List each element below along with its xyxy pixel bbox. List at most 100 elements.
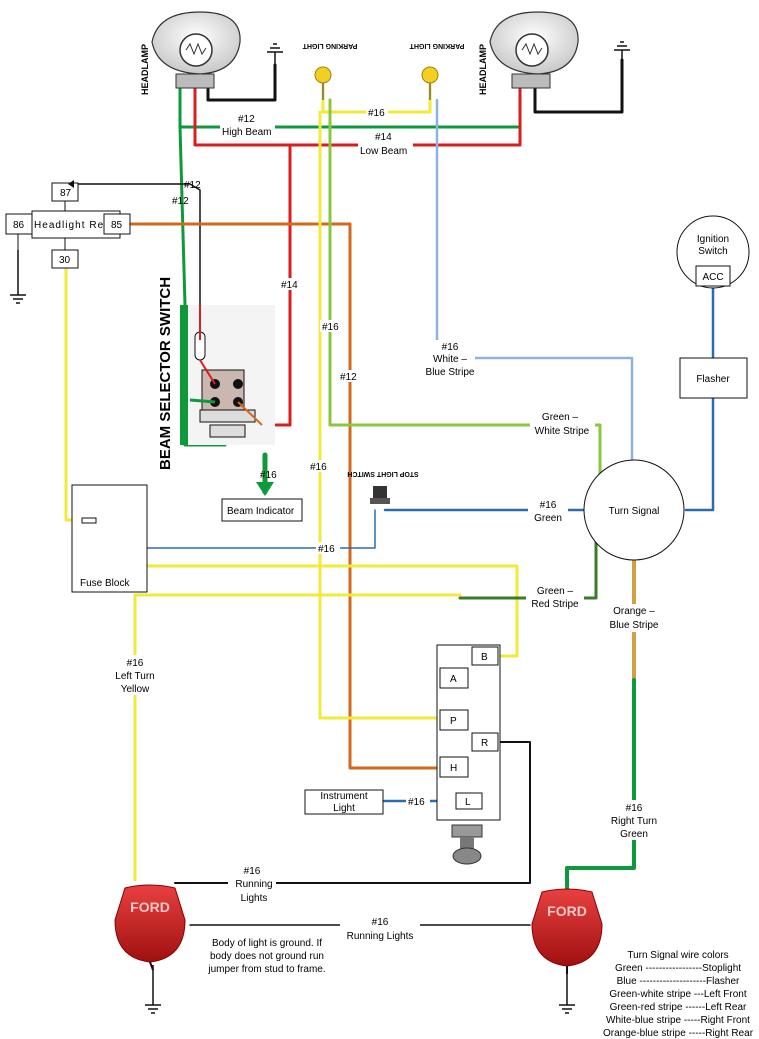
relay-pin-label: 85: [111, 220, 123, 231]
legend-row: Green -----------------Stoplight: [615, 963, 741, 974]
switch-terminal: [471, 646, 499, 666]
switch-terminal: [471, 732, 499, 752]
parking-bulb-icon: [421, 66, 439, 84]
switch-terminal: [455, 792, 483, 810]
switch-terminal: [439, 756, 469, 778]
label-low-beam-gauge: #14: [375, 132, 392, 143]
ground-note-line: body does not ground run: [210, 951, 324, 962]
stop-light-switch: STOP LIGHT SWITCH: [347, 470, 419, 504]
wire-orange-12: [128, 222, 442, 770]
label-orange-12: #12: [340, 372, 357, 383]
parking-light-label: PARKING LIGHT: [409, 42, 464, 49]
beam-indicator-box: [221, 498, 303, 522]
label-left-turn-l2: Yellow: [121, 684, 150, 695]
label-parking-gauge: #16: [368, 108, 385, 119]
switch-terminal-label: L: [465, 797, 471, 808]
wire-low-beam: [193, 86, 522, 147]
label-red-14: #14: [281, 280, 298, 291]
wire-light-green: [328, 98, 602, 477]
relay-pin-label: 30: [59, 255, 71, 266]
tail-light-left: FORD: [114, 884, 186, 971]
label-green-16: #16: [322, 322, 339, 333]
label-relay-12a: #12: [184, 180, 201, 191]
legend-row: Green-red stripe ------Left Rear: [610, 1002, 747, 1013]
parking-light-label: PARKING LIGHT: [302, 42, 357, 49]
wire-flasher-blue: [684, 396, 715, 512]
ground-icon: [614, 41, 630, 60]
ground-icon: [145, 965, 161, 1014]
tail-light-right: FORD: [531, 888, 603, 974]
legend-row: Orange-blue stripe -----Right Rear: [603, 1028, 754, 1039]
label-right-turn-l2: Green: [620, 829, 648, 840]
legend-row: Blue --------------------Flasher: [617, 976, 740, 987]
wire-running-black: [174, 741, 531, 884]
parking-bulb-icon: [314, 66, 332, 84]
headlight-relay: Headlight Relay 87 86 85 30: [5, 180, 131, 269]
fuse-block: [71, 484, 148, 593]
turn-signal: [583, 459, 685, 561]
label-green-white-l1: Green –: [542, 412, 579, 423]
label-beam-ind-gauge: #16: [260, 470, 277, 481]
ground-note-line: Body of light is ground. If: [212, 938, 322, 949]
label-white-blue-gauge: #16: [442, 342, 459, 353]
label-green-red-l1: Green –: [537, 586, 574, 597]
label-yellow-16: #16: [310, 462, 327, 473]
label-left-turn-gauge: #16: [127, 658, 144, 669]
label-white-blue-l1: White –: [433, 354, 467, 365]
label-running-l2: Lights: [241, 893, 268, 904]
label-relay-12b: #12: [172, 196, 189, 207]
ground-note: Body of light is ground. If body does no…: [207, 938, 325, 975]
ground-note-line: jumper from stud to frame.: [207, 964, 325, 975]
tail-badge: FORD: [130, 899, 170, 915]
label-instr-gauge: #16: [408, 797, 425, 808]
instrument-light-box: [304, 789, 384, 815]
label-green: Green: [534, 513, 562, 524]
wire-right-turn: [565, 678, 636, 894]
legend-title: Turn Signal wire colors: [627, 950, 728, 961]
label-low-beam: Low Beam: [360, 146, 407, 157]
label-orange-blue-l2: Blue Stripe: [610, 620, 659, 631]
relay-pin: [5, 213, 33, 235]
label-running-l1: Running: [235, 879, 272, 890]
headlamp-label: HEADLAMP: [140, 44, 150, 95]
fuse-block-label: Fuse Block: [80, 578, 130, 589]
label-orange-blue-l1: Orange –: [613, 606, 655, 617]
headlight-switch: B A P R H L: [436, 644, 501, 865]
switch-terminal-label: P: [450, 716, 457, 727]
label-blue-16: #16: [318, 544, 335, 555]
flasher-box: [679, 357, 748, 399]
label-high-beam: High Beam: [222, 127, 271, 138]
label-right-turn-l1: Right Turn: [611, 816, 657, 827]
color-legend: Turn Signal wire colors Green ----------…: [603, 950, 754, 1039]
relay-pin: [103, 213, 131, 235]
wire-blue-16: [109, 509, 376, 549]
flasher-label: Flasher: [696, 374, 730, 385]
wire-green-red: [458, 536, 598, 600]
label-green-red-l2: Red Stripe: [531, 599, 579, 610]
acc-box: [695, 265, 731, 287]
ground-icon: [10, 250, 26, 304]
relay-pin-label: 86: [13, 220, 25, 231]
ground-icon: [267, 43, 283, 65]
label-white-blue-l2: Blue Stripe: [426, 367, 475, 378]
wire-ground-left-lamp: [206, 63, 277, 102]
wire-white-blue: [435, 98, 634, 467]
label-running2-gauge: #16: [372, 917, 389, 928]
relay-label: Headlight Relay: [34, 220, 119, 231]
switch-terminal-label: R: [481, 738, 488, 749]
label-high-beam-gauge: #12: [238, 114, 255, 125]
turn-signal-label: Turn Signal: [609, 506, 660, 517]
acc-label: ACC: [702, 272, 723, 283]
switch-terminal-label: B: [481, 652, 488, 663]
tail-badge: FORD: [547, 903, 587, 919]
stop-light-label: STOP LIGHT SWITCH: [347, 470, 418, 477]
switch-terminal: [439, 709, 469, 731]
knob-icon: [451, 824, 483, 838]
wire-yellow-fuse-B: [116, 564, 519, 658]
relay-pin-label: 87: [60, 188, 72, 199]
beam-selector-label: BEAM SELECTOR SWITCH: [157, 277, 174, 470]
beam-indicator-arrow: [256, 482, 274, 496]
